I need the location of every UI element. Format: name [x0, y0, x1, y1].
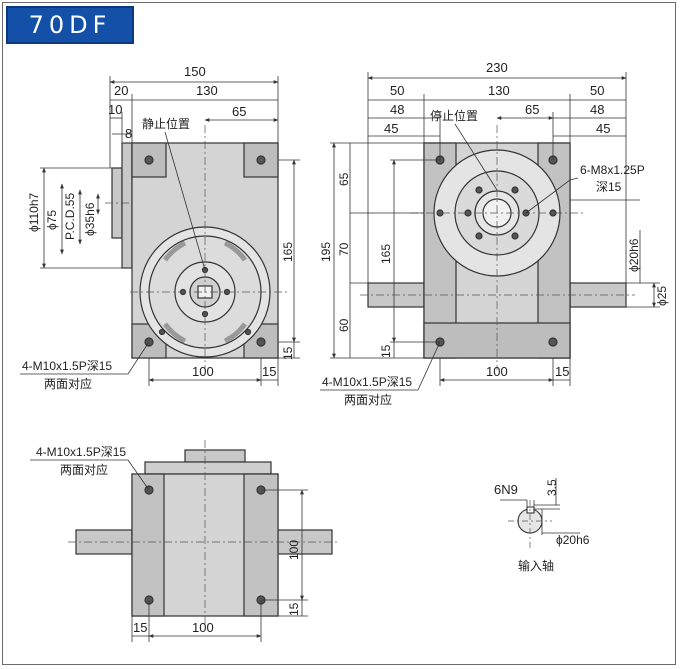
dim-165-side: 165: [379, 244, 393, 264]
model-title: 70DF: [6, 6, 134, 44]
front-dims: [20, 76, 300, 386]
dim-15-top-right: 15: [287, 602, 301, 616]
key-depth-label: 3.5: [545, 479, 559, 496]
dim-165: 165: [281, 242, 295, 262]
dim-100-top: 100: [287, 540, 301, 560]
dim-100-side: 100: [486, 364, 508, 379]
dim-48-right: 48: [590, 102, 604, 117]
dim-48-left: 48: [390, 102, 404, 117]
dim-195: 195: [319, 242, 333, 262]
dim-35h6: ϕ35h6: [83, 202, 97, 236]
dim-15-bottom: 15: [262, 364, 276, 379]
dim-8: 8: [125, 126, 132, 141]
dim-20h6: ϕ20h6: [627, 238, 641, 272]
input-shaft-label: 输入轴: [518, 558, 554, 573]
input-shaft-labels: 6N9 3.5 ϕ20h6 输入轴: [494, 479, 590, 573]
side-note-thread: 4-M10x1.5P深15: [322, 375, 412, 389]
dim-60: 60: [337, 318, 351, 332]
dim-45-right: 45: [596, 121, 610, 136]
front-dim-labels: 150 20 130 10 8 静止位置 65 ϕ110h7 ϕ75 P.C.D…: [22, 64, 295, 391]
dim-50-right: 50: [590, 83, 604, 98]
dim-20: 20: [114, 83, 128, 98]
side-note-both-sides: 两面对应: [344, 392, 392, 407]
dim-10: 10: [108, 102, 122, 117]
side-thread-depth: 深15: [596, 180, 622, 194]
input-shaft-dims: [500, 478, 580, 535]
side-view: [360, 125, 635, 370]
dim-130-side: 130: [488, 83, 510, 98]
dim-110h7: ϕ110h7: [27, 192, 41, 232]
top-dim-labels: 100 15 15 100 4-M10x1.5P深15 两面对应: [36, 445, 301, 635]
dim-100: 100: [192, 364, 214, 379]
side-stop-label: 停止位置: [430, 108, 478, 123]
dim-65: 65: [232, 104, 246, 119]
side-dims: [320, 72, 660, 391]
dim-15-right: 15: [281, 346, 295, 360]
dim-65-vertical: 65: [337, 172, 351, 186]
dim-65-side: 65: [525, 102, 539, 117]
dim-130: 130: [196, 83, 218, 98]
dim-230: 230: [486, 60, 508, 75]
dim-75: ϕ75: [45, 210, 59, 230]
dim-50-left: 50: [390, 83, 404, 98]
shaft-diameter-label: ϕ20h6: [556, 533, 590, 547]
front-note-thread: 4-M10x1.5P深15: [22, 359, 112, 373]
stop-position-label: 静止位置: [142, 116, 190, 131]
top-note-both-sides: 两面对应: [60, 462, 108, 477]
front-note-both-sides: 两面对应: [44, 376, 92, 391]
dim-70: 70: [337, 242, 351, 256]
top-note-thread: 4-M10x1.5P深15: [36, 445, 126, 459]
dim-45-left: 45: [384, 121, 398, 136]
dim-150: 150: [184, 64, 206, 79]
dim-100-top-bottom: 100: [192, 620, 214, 635]
side-thread-note: 6-M8x1.25P: [580, 163, 645, 177]
top-dims: [30, 459, 308, 642]
input-shaft-view: [508, 500, 552, 548]
dim-pcd55: P.C.D.55: [63, 193, 77, 240]
top-view: [68, 440, 340, 625]
side-dim-labels: 230 50 130 50 48 停止位置 65 48 45 45 6-M8x1…: [319, 60, 669, 407]
keyway-label: 6N9: [494, 482, 518, 497]
dim-25: ϕ25: [655, 286, 669, 306]
dim-15-side-bottom: 15: [555, 364, 569, 379]
front-view: [105, 125, 290, 370]
dim-15-side: 15: [379, 344, 393, 358]
dim-15-top-left: 15: [133, 620, 147, 635]
